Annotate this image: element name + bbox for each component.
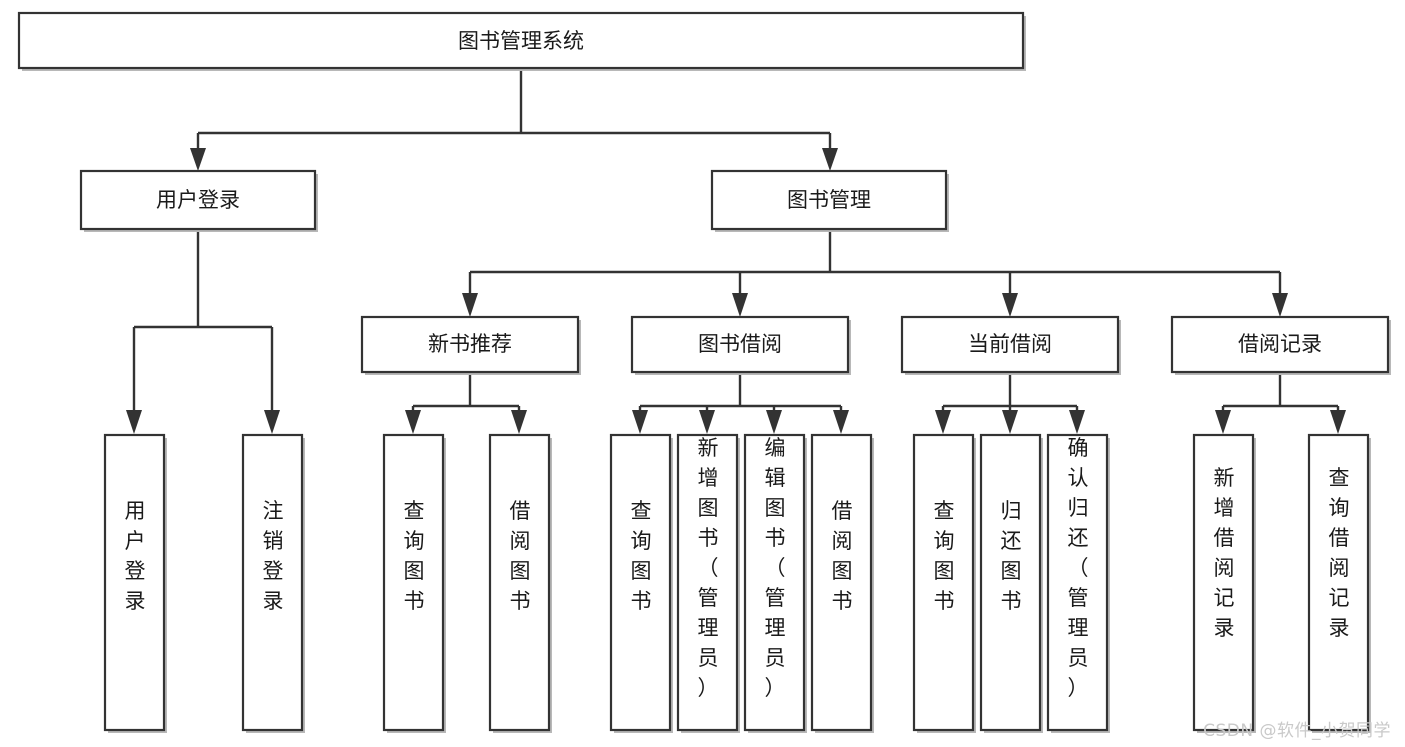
arrow-to-leaf-query-book-b-icon: [632, 410, 648, 434]
node-book-manage-label: 图书管理: [787, 188, 871, 212]
node-book-borrow-label: 图书借阅: [698, 332, 782, 356]
node-current-borrow-label: 当前借阅: [968, 332, 1052, 356]
leaf-user-login-label: 用户登录: [125, 499, 146, 613]
node-new-book-recommend[interactable]: 新书推荐: [360, 315, 581, 375]
node-user-login-label: 用户登录: [156, 188, 240, 212]
arrow-to-leaf-edit-book-icon: [766, 410, 782, 434]
leaf-add-record-rect[interactable]: [1192, 433, 1255, 732]
node-user-login[interactable]: 用户登录: [79, 169, 318, 232]
arrow-to-leaf-query-record-icon: [1330, 410, 1346, 434]
node-current-borrow-rect[interactable]: [900, 315, 1120, 374]
node-root-label: 图书管理系统: [458, 29, 584, 53]
leaf-logout-label: 注销登录: [263, 499, 284, 613]
leaf-confirm-return-rect[interactable]: [1046, 433, 1109, 732]
leaf-borrow-book-b-rect[interactable]: [810, 433, 873, 732]
arrow-to-borrow-record-icon: [1272, 293, 1288, 317]
arrow-to-leaf-borrow-book-b-icon: [833, 410, 849, 434]
leaf-query-book-c-rect[interactable]: [912, 433, 975, 732]
arrow-to-leaf-query-book-c-icon: [935, 410, 951, 434]
node-book-borrow[interactable]: 图书借阅: [630, 315, 851, 375]
arrow-to-book-borrow-icon: [732, 293, 748, 317]
connector-layer: [126, 68, 1346, 434]
arrow-to-user-login-icon: [190, 148, 206, 171]
leaf-add-book-label: 新增图书（管理员）: [698, 436, 719, 700]
leaf-query-record-rect[interactable]: [1307, 433, 1370, 732]
node-book-manage[interactable]: 图书管理: [710, 169, 949, 232]
leaf-borrow-book-b-label: 借阅图书: [832, 499, 853, 613]
leaf-borrow-book-a-rect[interactable]: [488, 433, 551, 732]
leaf-user-login[interactable]: 用户登录: [103, 433, 167, 733]
arrow-to-leaf-return-book-icon: [1002, 410, 1018, 434]
node-book-borrow-rect[interactable]: [630, 315, 850, 374]
leaf-edit-book-rect[interactable]: [743, 433, 806, 732]
node-root-system[interactable]: 图书管理系统: [17, 11, 1026, 71]
node-new-book-recommend-rect[interactable]: [360, 315, 580, 374]
arrow-to-leaf-borrow-book-a-icon: [511, 410, 527, 434]
leaf-query-book-a-label: 查询图书: [404, 499, 425, 613]
leaf-return-book[interactable]: 归还图书: [979, 433, 1043, 733]
arrow-to-leaf-add-book-icon: [699, 410, 715, 434]
leaf-borrow-book-b[interactable]: 借阅图书: [810, 433, 874, 733]
arrow-to-leaf-logout-icon: [264, 410, 280, 434]
leaf-add-record-label: 新增借阅记录: [1214, 466, 1235, 640]
leaf-add-book[interactable]: 新增图书（管理员）: [676, 433, 740, 733]
leaf-return-book-rect[interactable]: [979, 433, 1042, 732]
leaf-confirm-return-label: 确认归还（管理员）: [1068, 436, 1089, 700]
arrow-to-leaf-confirm-return-icon: [1069, 410, 1085, 434]
leaf-query-book-a[interactable]: 查询图书: [382, 433, 446, 733]
arrow-to-leaf-user-login-icon: [126, 410, 142, 434]
node-book-manage-rect[interactable]: [710, 169, 948, 231]
node-new-book-recommend-label: 新书推荐: [428, 332, 512, 356]
leaf-query-book-b[interactable]: 查询图书: [609, 433, 673, 733]
leaf-query-book-b-label: 查询图书: [631, 499, 652, 613]
leaf-query-record[interactable]: 查询借阅记录: [1307, 433, 1371, 733]
leaf-query-book-b-rect[interactable]: [609, 433, 672, 732]
leaf-return-book-label: 归还图书: [1001, 499, 1022, 613]
csdn-watermark: CSDN @软件_小贺同学: [1203, 721, 1391, 741]
arrow-to-current-borrow-icon: [1002, 293, 1018, 317]
arrow-to-leaf-query-book-a-icon: [405, 410, 421, 434]
leaf-edit-book[interactable]: 编辑图书（管理员）: [743, 433, 807, 733]
node-borrow-record-rect[interactable]: [1170, 315, 1390, 374]
leaf-query-book-c-label: 查询图书: [934, 499, 955, 613]
leaf-borrow-book-a-label: 借阅图书: [510, 499, 531, 613]
leaf-confirm-return[interactable]: 确认归还（管理员）: [1046, 433, 1110, 733]
leaf-logout[interactable]: 注销登录: [241, 433, 305, 733]
leaf-query-book-a-rect[interactable]: [382, 433, 445, 732]
arrow-to-new-book-recommend-icon: [462, 293, 478, 317]
arrow-to-leaf-add-record-icon: [1215, 410, 1231, 434]
leaf-borrow-book-a[interactable]: 借阅图书: [488, 433, 552, 733]
node-borrow-record-label: 借阅记录: [1238, 332, 1322, 356]
node-root-rect[interactable]: [17, 11, 1025, 70]
node-user-login-rect[interactable]: [79, 169, 317, 231]
leaf-edit-book-label: 编辑图书（管理员）: [765, 436, 786, 700]
node-current-borrow[interactable]: 当前借阅: [900, 315, 1121, 375]
leaf-query-record-label: 查询借阅记录: [1329, 466, 1350, 640]
leaf-query-book-c[interactable]: 查询图书: [912, 433, 976, 733]
arrow-to-book-manage-icon: [822, 148, 838, 171]
leaf-add-record[interactable]: 新增借阅记录: [1192, 433, 1256, 733]
leaf-logout-rect[interactable]: [241, 433, 304, 732]
node-borrow-record[interactable]: 借阅记录: [1170, 315, 1391, 375]
leaf-add-book-rect[interactable]: [676, 433, 739, 732]
leaf-user-login-rect[interactable]: [103, 433, 166, 732]
